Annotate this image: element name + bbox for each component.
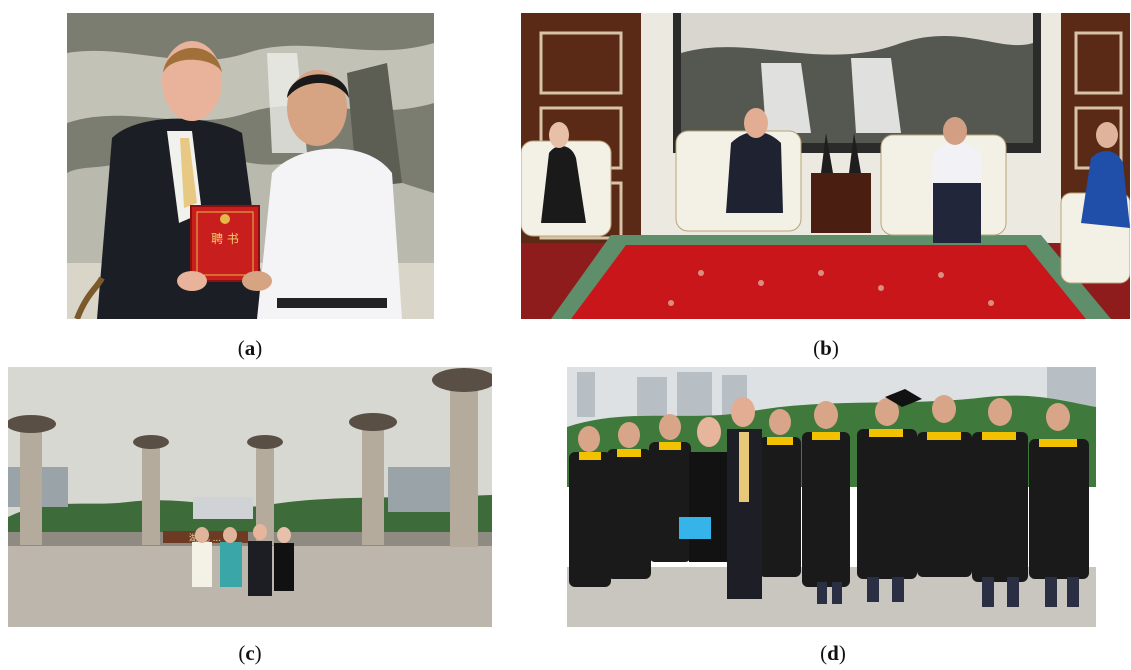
photo-d-scene	[567, 367, 1096, 627]
caption-c: (c)	[238, 641, 262, 665]
photo-a: 聘 书	[67, 13, 434, 319]
caption-b: (b)	[813, 336, 839, 360]
caption-a: (a)	[237, 336, 263, 360]
photo-c-scene: 湖 北 ...	[8, 367, 492, 627]
caption-d: (d)	[820, 641, 846, 665]
photo-d	[567, 367, 1096, 627]
photo-b-scene	[521, 13, 1130, 319]
photo-c: 湖 北 ...	[8, 367, 492, 627]
certificate-text: 聘 书	[211, 232, 239, 246]
photo-b	[521, 13, 1130, 319]
photo-a-scene: 聘 书	[67, 13, 434, 319]
